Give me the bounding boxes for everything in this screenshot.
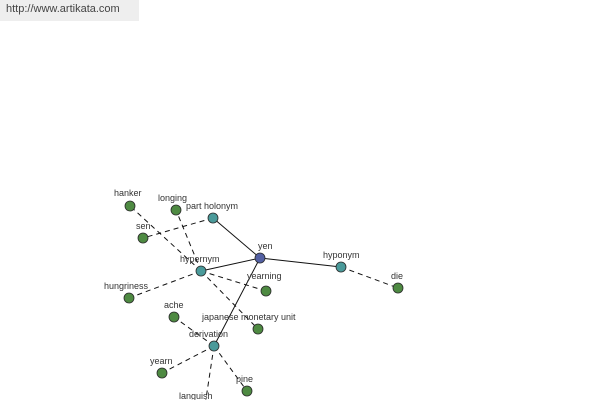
relation-label-hyponym: hyponym <box>323 250 360 260</box>
edge-yen-hyponym <box>259 257 342 268</box>
center-node-yen[interactable] <box>254 252 266 264</box>
source-url-link[interactable]: http://www.artikata.com <box>0 0 139 21</box>
relation-node-hypernym[interactable] <box>195 265 207 277</box>
term-label-hungriness: hungriness <box>104 281 149 291</box>
term-label-longing: longing <box>158 193 187 203</box>
relation-node-hyponym[interactable] <box>335 261 347 273</box>
term-label-languish: languish <box>179 391 213 400</box>
edge-derivation-pine <box>213 345 248 392</box>
edge-hypernym-longing <box>175 209 202 272</box>
relation-node-derivation[interactable] <box>208 340 220 352</box>
relation-label-hypernym: hypernym <box>180 254 220 264</box>
term-node-pine[interactable] <box>241 385 253 397</box>
edge-hypernym-yearning <box>200 270 267 292</box>
term-label-sen: sen <box>136 221 151 231</box>
term-label-hanker: hanker <box>114 188 142 198</box>
edge-derivation-languish <box>205 345 215 400</box>
term-node-hanker[interactable] <box>124 200 136 212</box>
term-node-hungriness[interactable] <box>123 292 135 304</box>
relation-label-derivation: derivation <box>189 329 228 339</box>
term-label-ache: ache <box>164 300 184 310</box>
edge-yen-derivation <box>213 257 261 347</box>
term-node-yearning[interactable] <box>260 285 272 297</box>
center-label-yen: yen <box>258 241 273 251</box>
graph-edges <box>128 205 399 400</box>
term-label-die: die <box>391 271 403 281</box>
term-node-die[interactable] <box>392 282 404 294</box>
term-node-longing[interactable] <box>170 204 182 216</box>
term-label-yearn: yearn <box>150 356 173 366</box>
graph-nodes <box>123 200 404 397</box>
relation-label-part-holonym: part holonym <box>186 201 238 211</box>
edge-yen-part-holonym <box>212 217 261 259</box>
edge-derivation-yearn <box>161 345 215 374</box>
edge-hypernym-hanker <box>129 205 202 272</box>
edge-hyponym-die <box>340 266 399 289</box>
term-label-japanese-monetary-unit: japanese monetary unit <box>201 312 296 322</box>
edge-part-holonym-sen <box>142 217 214 239</box>
term-node-yearn[interactable] <box>156 367 168 379</box>
edge-yen-hypernym <box>200 257 261 272</box>
term-node-sen[interactable] <box>137 232 149 244</box>
term-label-pine: pine <box>236 374 253 384</box>
edge-hypernym-hungriness <box>128 270 202 299</box>
term-node-japanese-monetary-unit[interactable] <box>252 323 264 335</box>
graph-labels: hanker longing sen hungriness yearning ache ja… <box>104 188 403 400</box>
term-label-yearning: yearning <box>247 271 282 281</box>
term-node-ache[interactable] <box>168 311 180 323</box>
relation-node-part-holonym[interactable] <box>207 212 219 224</box>
edge-hypernym-japanese-monetary-unit <box>200 270 259 330</box>
